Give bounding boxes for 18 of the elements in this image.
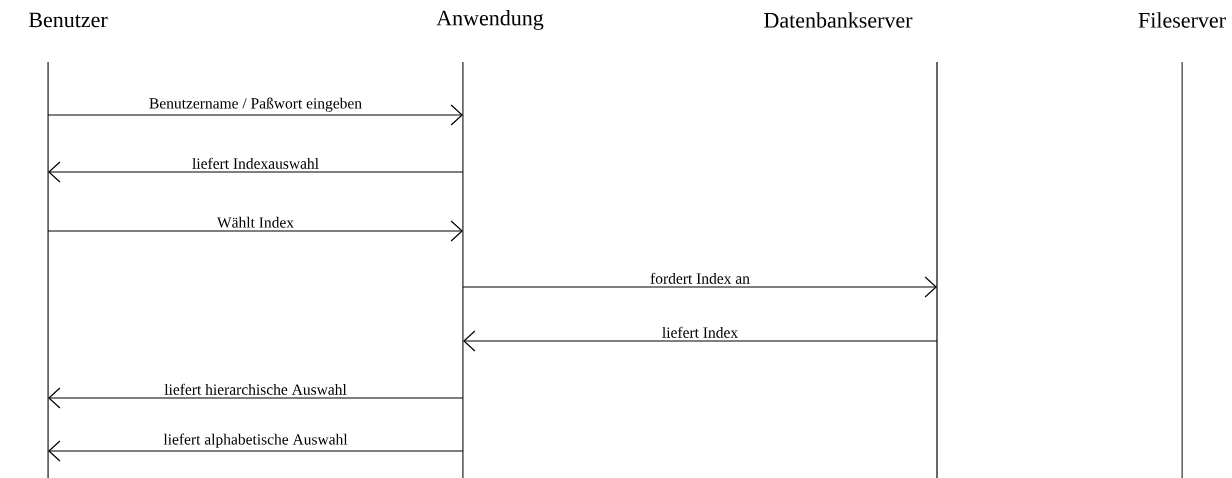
lifeline: Benutzer (28, 12, 108, 478)
message-arrow (48, 161, 464, 183)
lifeline: Fileserver (1138, 12, 1226, 478)
lifeline: Datenbankserver (764, 12, 938, 478)
edge-label: Wählt Index (216, 215, 296, 229)
edge-label: Benutzername / Paßwort eingeben (148, 96, 364, 113)
message-arrow (47, 104, 463, 126)
message-arrow (48, 440, 464, 462)
edge-label: liefert hierarchische Auswahl (163, 382, 348, 396)
edge-label: liefert alphabetische Auswahl (162, 432, 349, 449)
message-arrow (48, 387, 464, 409)
edge-label: fordert Index an (649, 271, 751, 285)
lifeline: Anwendung (436, 10, 544, 478)
message-arrow (463, 330, 938, 352)
message-arrow (462, 276, 937, 298)
edge-label: liefert Indexauswahl (191, 156, 320, 170)
message-arrow (47, 220, 463, 242)
edge-label: liefert Index (660, 325, 740, 339)
